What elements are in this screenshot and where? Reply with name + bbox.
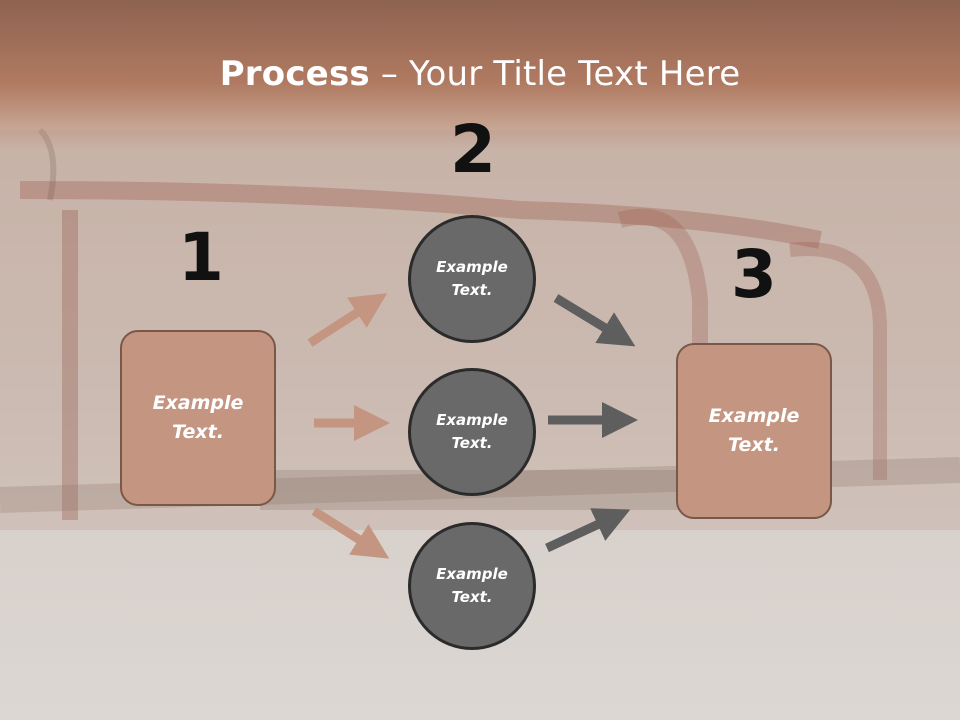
arrow-right-down	[553, 294, 636, 347]
arrow-left-down	[311, 507, 390, 559]
step-number-2: 2	[450, 111, 496, 188]
title-rest: – Your Title Text Here	[369, 54, 741, 94]
arrow-right-up	[545, 508, 631, 553]
title-band	[0, 0, 960, 150]
step-number-1: 1	[178, 219, 224, 296]
slide-title: Process – Your Title Text Here	[0, 54, 960, 94]
step-number-3: 3	[731, 236, 777, 313]
arrow-left-up	[307, 293, 388, 347]
title-bold: Process	[219, 54, 370, 94]
